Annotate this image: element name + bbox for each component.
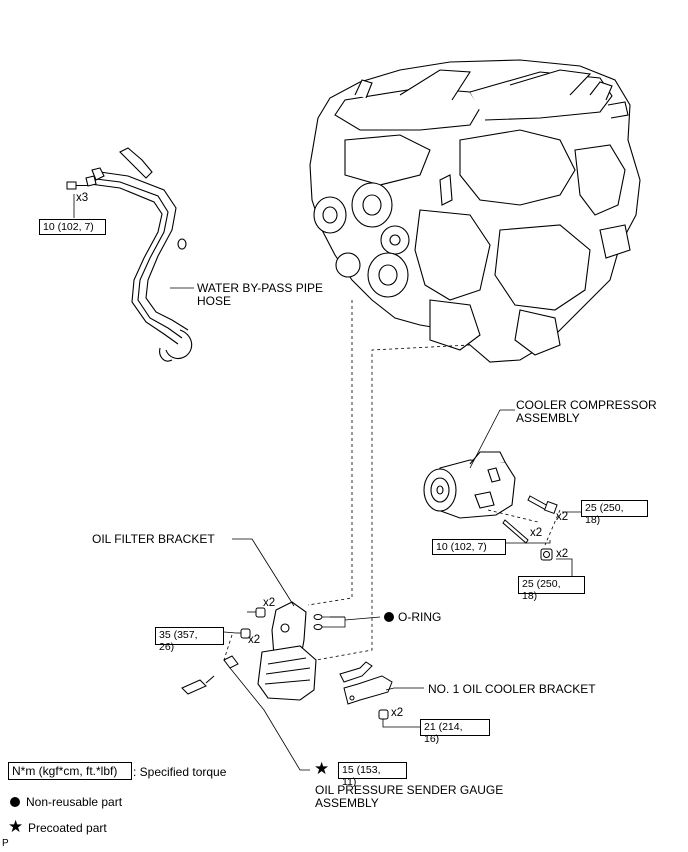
torque-compressor-nut-line2: 18): [522, 590, 538, 602]
o-ring-label: O-RING: [398, 610, 442, 624]
torque-compressor-bolt-line2: 18): [585, 514, 601, 526]
non-reusable-marker-o-ring: [384, 612, 394, 622]
legend-unit-box: N*m (kgf*cm, ft.*lbf): [8, 762, 132, 780]
cooler-compressor-line2: ASSEMBLY: [516, 411, 580, 425]
qty-bracket-bolt-lower: x2: [248, 634, 261, 646]
water-bypass-pipe-hose-illustration: [85, 147, 193, 362]
torque-bracket-bolts-line1: 35 (357,: [159, 629, 198, 641]
qty-bracket-bolt-upper: x2: [263, 597, 276, 609]
legend-precoated-icon: ★: [8, 817, 24, 836]
bracket-bolt-icons: [240, 607, 389, 720]
qty-compressor-stud: x2: [530, 527, 543, 539]
torque-box-compressor-bolt: 25 (250, 18): [581, 500, 648, 526]
water-bypass-pipe-hose-label: WATER BY-PASS PIPE HOSE: [197, 282, 323, 308]
torque-sender-gauge-line1: 15 (153,: [342, 764, 381, 776]
torque-hose-bolts-text: 10 (102, 7): [43, 221, 94, 233]
cooler-compressor-assembly-label: COOLER COMPRESSOR ASSEMBLY: [516, 399, 657, 425]
sender-gauge-line2: ASSEMBLY: [315, 796, 379, 810]
torque-box-bracket-bolts: 35 (357, 26): [155, 627, 224, 653]
legend-unit-text: N*m (kgf*cm, ft.*lbf): [12, 764, 118, 778]
oil-filter-bracket-illustration: [257, 601, 317, 701]
legend-precoated: Precoated part: [28, 821, 107, 835]
qty-compressor-bolt: x2: [556, 511, 569, 523]
compressor-fasteners: [502, 495, 558, 561]
footer-code: P: [2, 838, 9, 849]
cooler-compressor-line1: COOLER COMPRESSOR: [516, 398, 657, 412]
cooler-compressor-illustration: [423, 451, 516, 519]
oil-pressure-sender-gauge-illustration: [181, 655, 239, 695]
torque-compressor-stud-text: 10 (102, 7): [436, 541, 487, 553]
oil-pressure-sender-gauge-label: OIL PRESSURE SENDER GAUGE ASSEMBLY: [315, 784, 503, 810]
water-bypass-line2: HOSE: [197, 294, 232, 308]
precoated-marker-sender-gauge: ★: [314, 759, 330, 778]
leader-lines: [73, 194, 582, 771]
torque-box-compressor-stud: 10 (102, 7): [432, 539, 506, 555]
torque-compressor-nut-line1: 25 (250,: [522, 578, 561, 590]
dashed-leaders: [223, 300, 561, 661]
torque-box-cooler-bracket-bolts: 21 (214, 16): [420, 719, 490, 745]
torque-cooler-bracket-line1: 21 (214,: [424, 721, 463, 733]
torque-box-sender-gauge: 15 (153, 11): [338, 762, 407, 788]
no1-oil-cooler-bracket-illustration: [339, 661, 393, 705]
engine-illustration: [309, 59, 641, 363]
legend-non-reusable: Non-reusable part: [26, 795, 123, 809]
torque-box-hose-bolts: 10 (102, 7): [39, 219, 106, 235]
no1-oil-cooler-bracket-label: NO. 1 OIL COOLER BRACKET: [428, 682, 596, 696]
o-ring-icons: [313, 614, 323, 630]
torque-cooler-bracket-line2: 16): [424, 733, 440, 745]
torque-bracket-bolts-line2: 26): [159, 641, 175, 653]
water-bypass-line1: WATER BY-PASS PIPE: [197, 281, 324, 295]
sender-gauge-line1: OIL PRESSURE SENDER GAUGE: [315, 783, 504, 797]
legend-non-reusable-icon: [10, 797, 20, 807]
qty-compressor-nut: x2: [556, 548, 569, 560]
oil-filter-bracket-label: OIL FILTER BRACKET: [92, 532, 215, 546]
qty-cooler-bracket-bolts: x2: [391, 707, 404, 719]
torque-sender-gauge-line2: 11): [342, 776, 357, 788]
legend-specified-torque: : Specified torque: [133, 765, 227, 779]
qty-hose-bolts: x3: [76, 192, 89, 204]
hose-bolt-icon: [66, 181, 88, 190]
torque-box-compressor-nut: 25 (250, 18): [518, 576, 585, 602]
torque-compressor-bolt-line1: 25 (250,: [585, 502, 624, 514]
